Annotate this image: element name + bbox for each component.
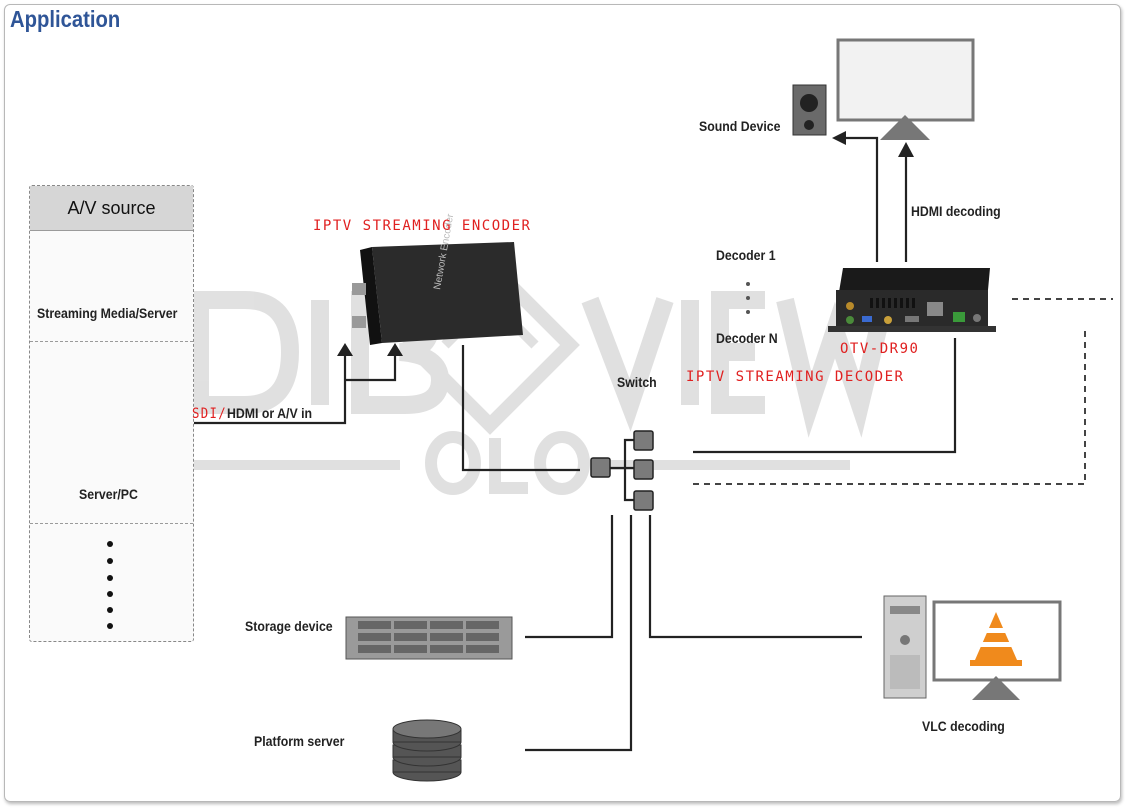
page-title: Application [10,6,121,32]
vlc-decoding-label: VLC decoding [922,718,1005,734]
watermark-letter-o2 [534,431,590,495]
input-line [192,355,347,425]
storage-device [345,616,513,660]
decoder-title: IPTV STREAMING DECODER [686,369,905,385]
arrow-head-left [337,343,353,356]
input-label: SDI/HDMI or A/V in [192,405,312,422]
watermark-letter-e [711,291,765,414]
input-label-sdi: SDI/ [192,406,227,422]
input-line-branch [345,355,397,382]
platform-server-icon [392,719,462,782]
storage-device-label: Storage device [245,618,333,634]
decoder-ellipsis-dot [746,282,750,286]
decoder-last-label: Decoder N [716,330,778,346]
server-pc-label: Server/PC [79,486,138,502]
arrow-head-right [387,343,403,356]
watermark-letter-d [191,291,300,414]
av-source-panel: A/V source [29,185,194,642]
input-label-rest: HDMI or A/V in [226,405,313,421]
panel-divider [30,341,193,342]
switch-label: Switch [617,374,657,390]
av-source-title: A/V source [67,198,156,218]
diagram-frame [4,4,1121,802]
switch-to-vlc-line [648,515,862,639]
arrow-head-tv [898,142,914,157]
switch-node-1 [633,430,654,451]
watermark-letter-l [489,438,528,494]
av-source-header: A/V source [30,186,193,231]
watermark-letter-v [581,296,674,432]
switch-to-decoder-line [693,338,957,454]
switch-node-3 [633,490,654,511]
switch-hub-node [590,457,611,478]
tv-monitor [836,38,975,140]
platform-server-label: Platform server [254,733,345,749]
hdmi-decoding-label: HDMI decoding [911,203,1001,219]
encoder-device: Network Encoder [352,212,523,345]
encoder-to-switch-line [461,345,580,472]
arrow-head-sound [832,131,846,145]
decoder-model: OTV-DR90 [840,341,920,357]
decoder-first-label: Decoder 1 [716,247,776,263]
panel-divider [30,523,193,524]
switch-to-storage-line [525,515,614,639]
ellipsis-dot [107,558,113,564]
switch-node-2 [633,459,654,480]
ellipsis-dot [107,607,113,613]
ellipsis-dot [107,591,113,597]
decoder-ellipsis-dot [746,310,750,314]
decoder-device [828,268,996,332]
decoder-ellipsis-dot [746,296,750,300]
ellipsis-dot [107,575,113,581]
sound-device [792,84,827,136]
watermark-letter-o [425,431,481,495]
ellipsis-dot [107,623,113,629]
decoder-to-sound-line [846,136,879,262]
ellipsis-dot [107,541,113,547]
streaming-server-label: Streaming Media/Server [37,305,178,321]
switch-to-platform-line [525,515,633,752]
vlc-pc [883,595,1062,700]
sound-device-label: Sound Device [699,118,781,134]
encoder-title: IPTV STREAMING ENCODER [313,218,532,234]
